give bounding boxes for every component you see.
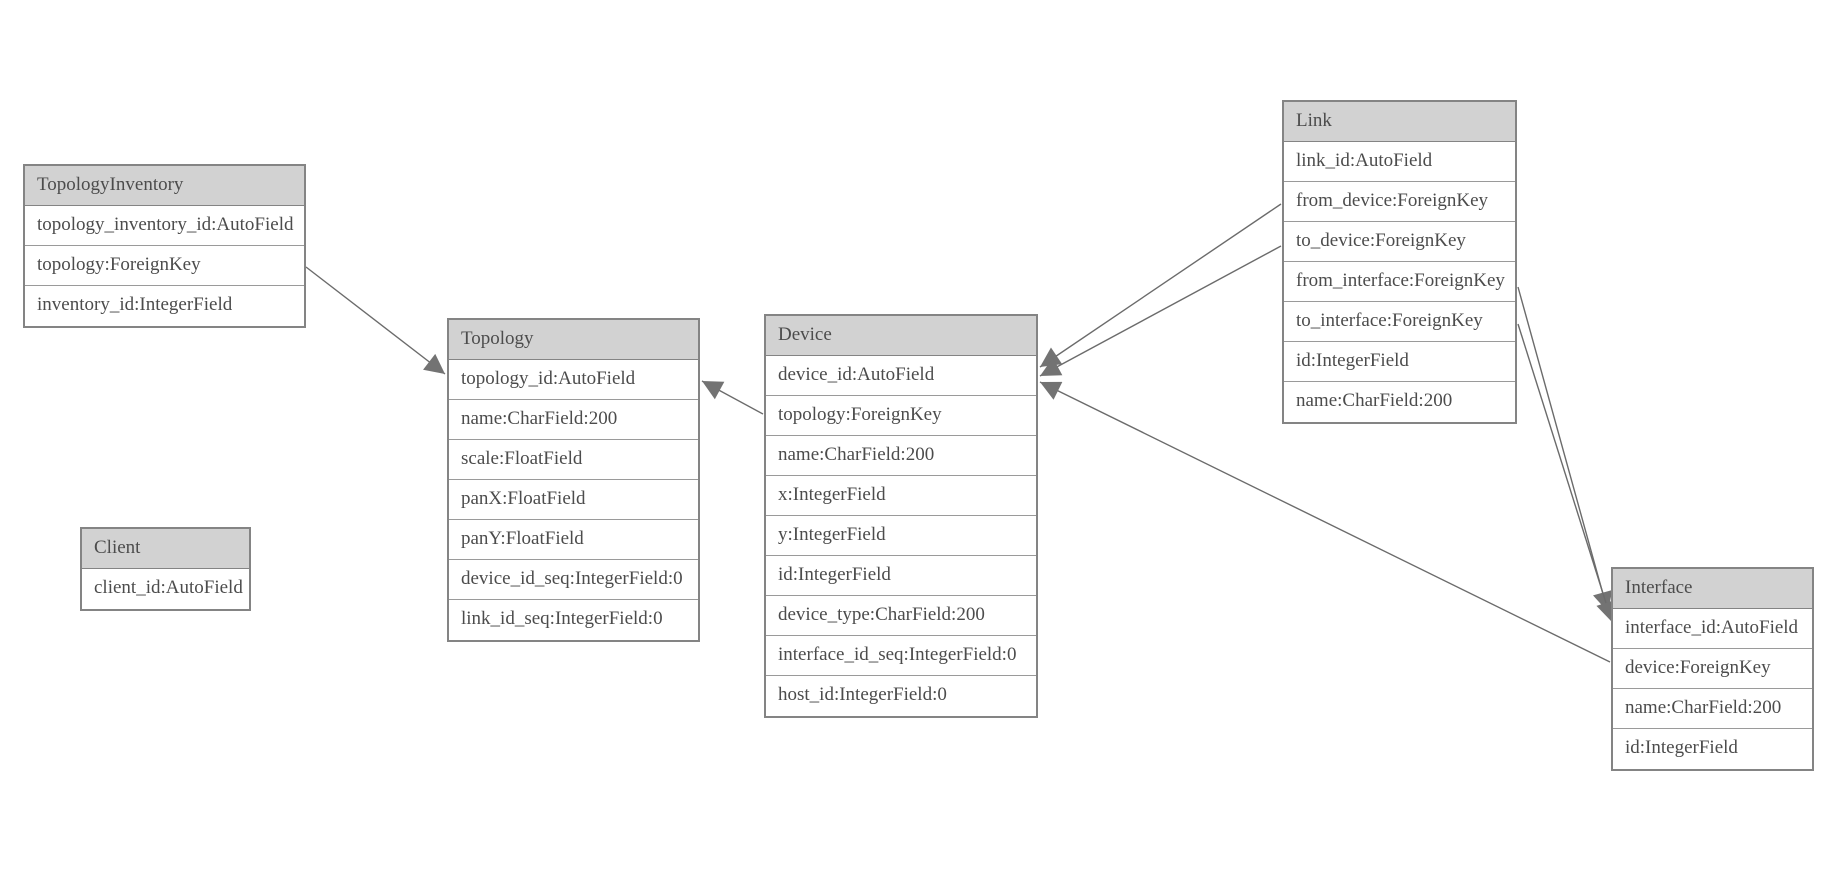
field-row: topology:ForeignKey (766, 396, 1036, 436)
field-row: name:CharField:200 (766, 436, 1036, 476)
field-row: to_device:ForeignKey (1284, 222, 1515, 262)
field-row: topology_inventory_id:AutoField (25, 206, 304, 246)
relation-interface-device (1039, 381, 1611, 663)
field-row: host_id:IntegerField:0 (766, 676, 1036, 716)
field-row: y:IntegerField (766, 516, 1036, 556)
relation-link-from-device (1039, 203, 1282, 368)
field-row: device:ForeignKey (1613, 649, 1812, 689)
entity-title: Client (82, 529, 249, 569)
field-row: x:IntegerField (766, 476, 1036, 516)
field-row: link_id_seq:IntegerField:0 (449, 600, 698, 640)
field-row: id:IntegerField (1613, 729, 1812, 769)
field-row: device_type:CharField:200 (766, 596, 1036, 636)
relation-link-to-interface (1517, 323, 1616, 623)
entity-title: Device (766, 316, 1036, 356)
field-row: interface_id:AutoField (1613, 609, 1812, 649)
relation-link-from-interface (1517, 286, 1613, 613)
field-row: name:CharField:200 (449, 400, 698, 440)
field-row: topology:ForeignKey (25, 246, 304, 286)
field-row: id:IntegerField (766, 556, 1036, 596)
relation-link-to-device (1039, 245, 1282, 377)
entity-title: Link (1284, 102, 1515, 142)
field-row: interface_id_seq:IntegerField:0 (766, 636, 1036, 676)
field-row: client_id:AutoField (82, 569, 249, 609)
field-row: id:IntegerField (1284, 342, 1515, 382)
field-row: name:CharField:200 (1284, 382, 1515, 422)
field-row: scale:FloatField (449, 440, 698, 480)
field-row: topology_id:AutoField (449, 360, 698, 400)
field-row: from_interface:ForeignKey (1284, 262, 1515, 302)
field-row: link_id:AutoField (1284, 142, 1515, 182)
field-row: to_interface:ForeignKey (1284, 302, 1515, 342)
field-row: device_id_seq:IntegerField:0 (449, 560, 698, 600)
entity-title: TopologyInventory (25, 166, 304, 206)
field-row: from_device:ForeignKey (1284, 182, 1515, 222)
field-row: name:CharField:200 (1613, 689, 1812, 729)
field-row: panY:FloatField (449, 520, 698, 560)
entity-title: Interface (1613, 569, 1812, 609)
relation-device-topology (701, 380, 764, 415)
relation-topologyinventory-topology (305, 266, 446, 375)
entity-title: Topology (449, 320, 698, 360)
field-row: inventory_id:IntegerField (25, 286, 304, 326)
field-row: device_id:AutoField (766, 356, 1036, 396)
field-row: panX:FloatField (449, 480, 698, 520)
